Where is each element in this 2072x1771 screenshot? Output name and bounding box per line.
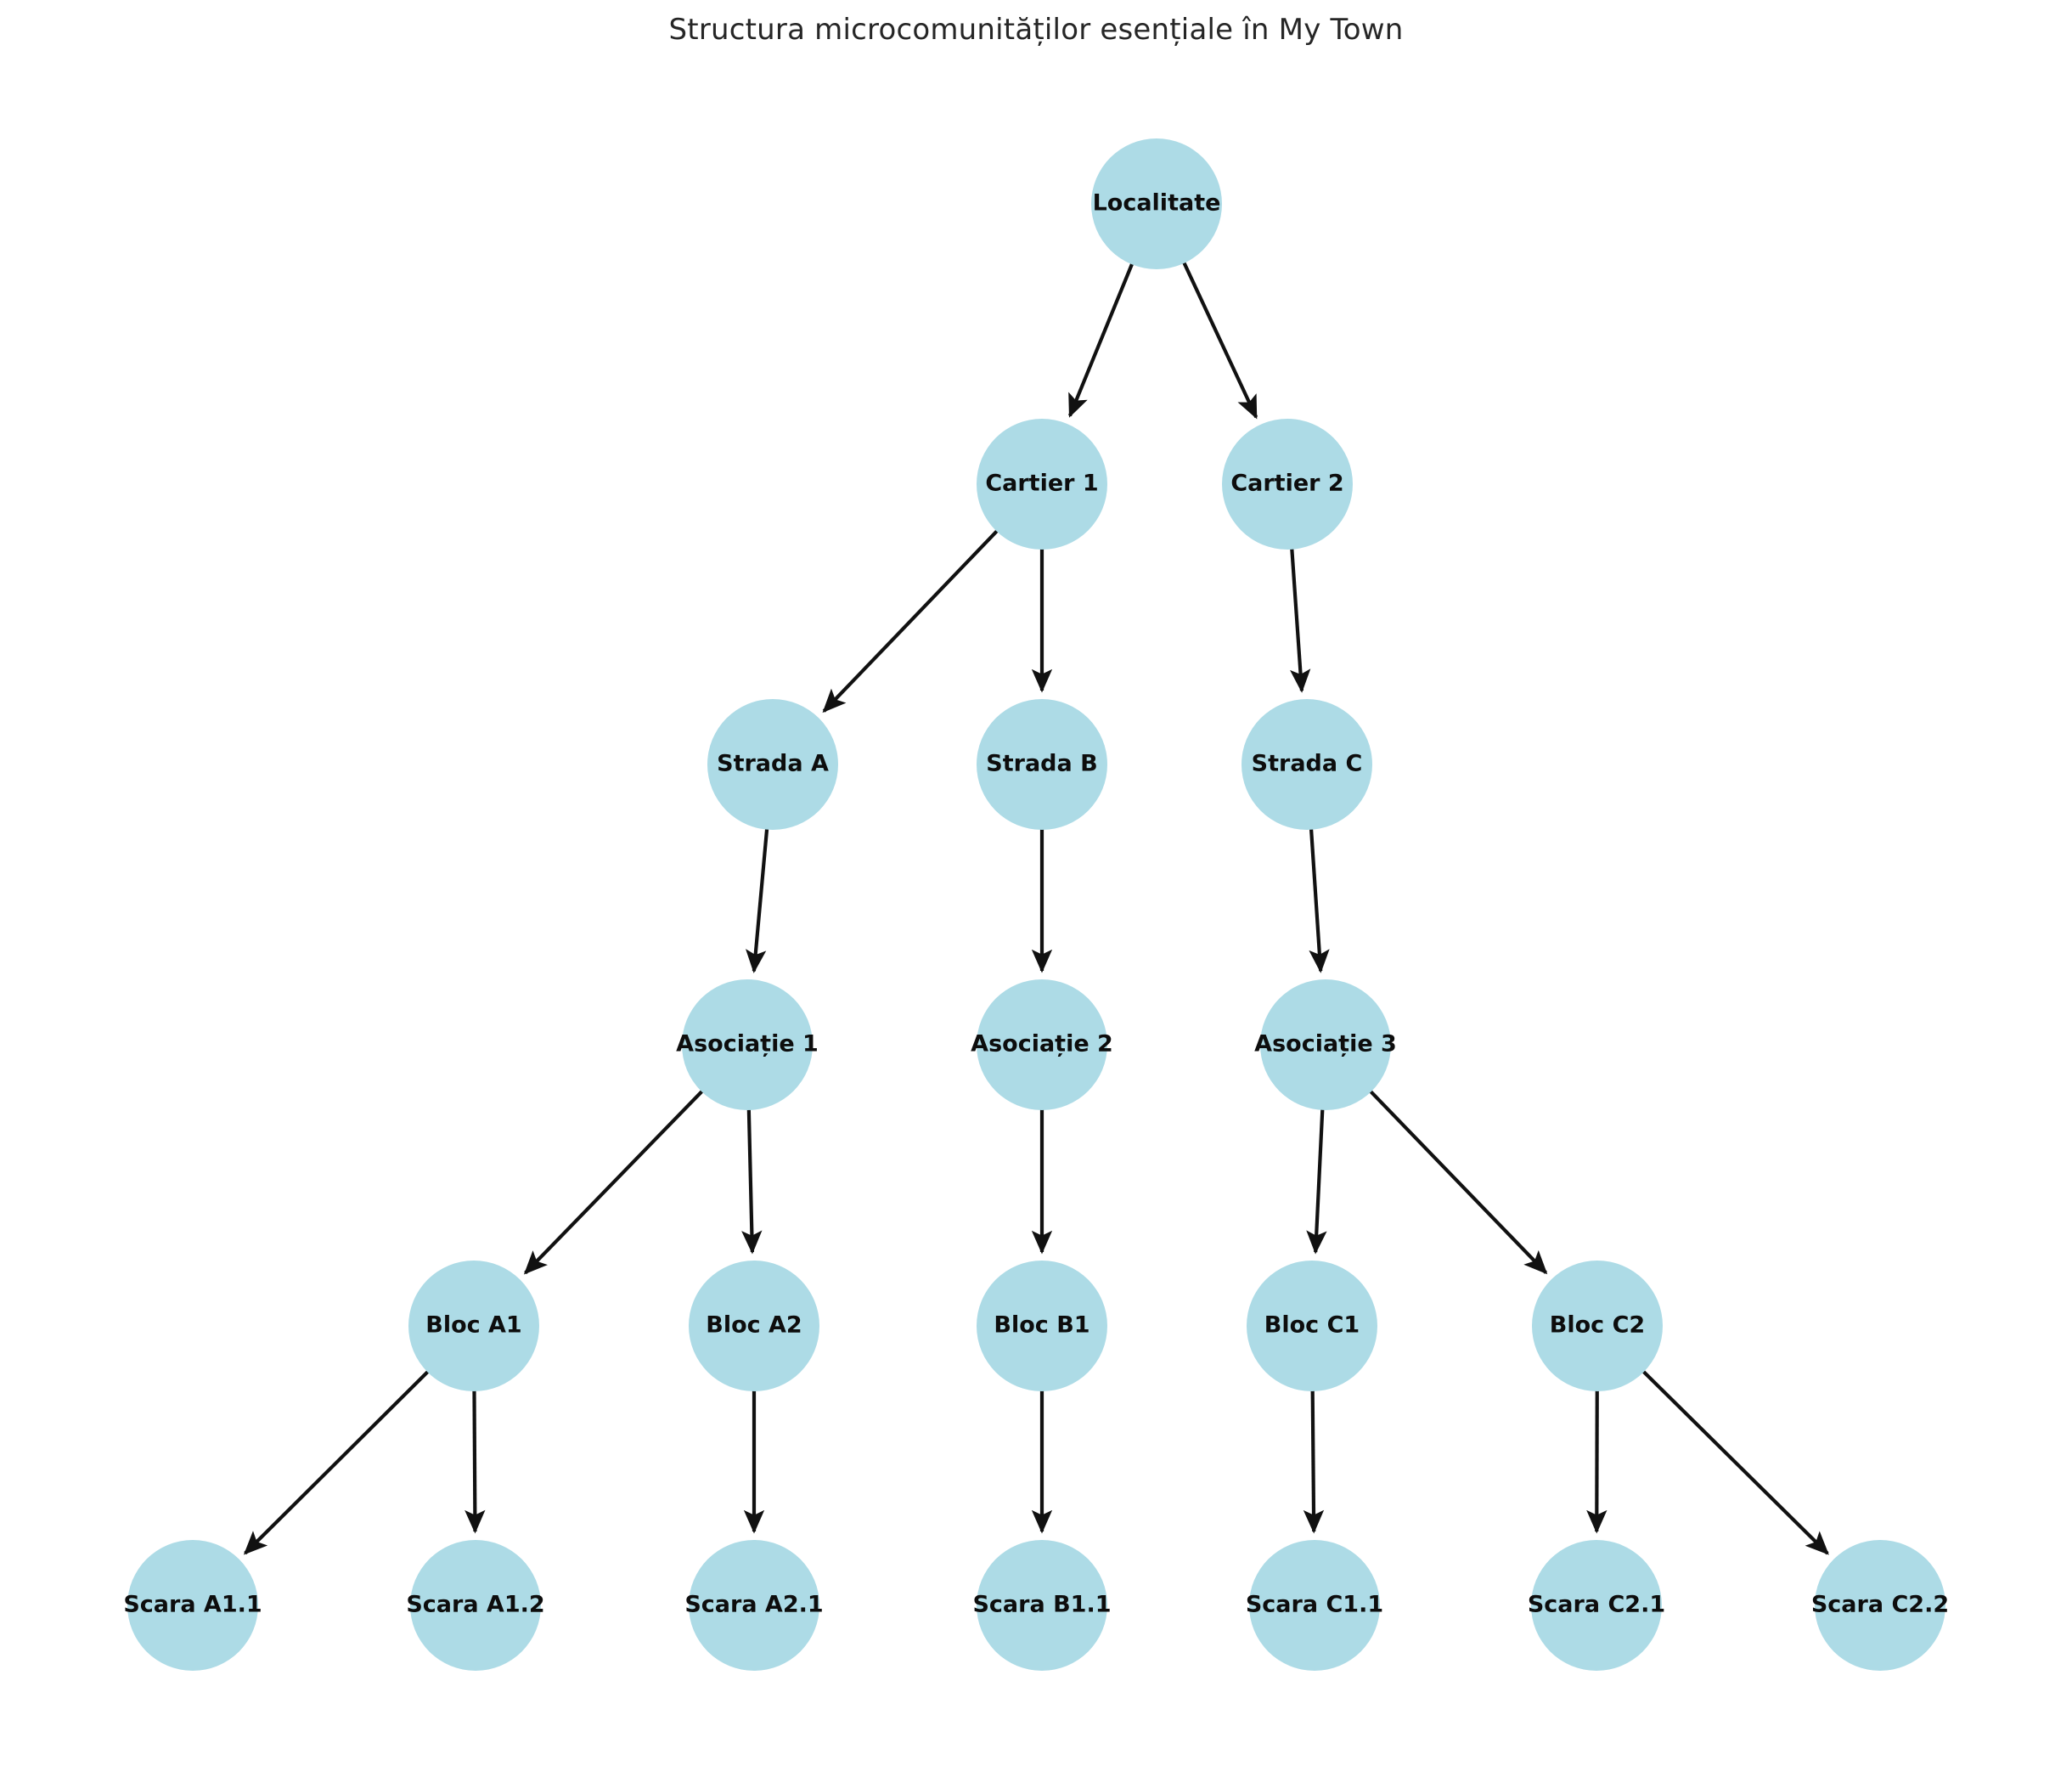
node-circle-cartier1[interactable] (977, 419, 1107, 550)
edge-cartier2-to-stradaC (1290, 547, 1311, 693)
node-blocC2[interactable]: Bloc C2 (1532, 1261, 1663, 1391)
node-circle-asociatie2[interactable] (977, 979, 1107, 1110)
node-circle-cartier2[interactable] (1222, 419, 1353, 550)
edge-asociatie3-to-blocC1 (1306, 1108, 1327, 1255)
node-scaraB11[interactable]: Scara B1.1 (972, 1540, 1112, 1671)
node-label-blocA1: Bloc A1 (425, 1312, 521, 1339)
node-scaraC11[interactable]: Scara C1.1 (1246, 1540, 1383, 1671)
edge-blocA1-to-scaraA11 (243, 1369, 431, 1555)
node-circle-scaraA11[interactable] (127, 1540, 258, 1671)
node-label-blocB1: Bloc B1 (994, 1312, 1089, 1339)
edge-blocC1-to-scaraC11 (1303, 1389, 1325, 1534)
node-scaraC22[interactable]: Scara C2.2 (1811, 1540, 1949, 1671)
node-scaraA21[interactable]: Scara A2.1 (684, 1540, 824, 1671)
node-label-asociatie1: Asociație 1 (676, 1031, 819, 1058)
edge-localitate-to-cartier2 (1181, 261, 1258, 420)
node-stradaB[interactable]: Strada B (977, 699, 1107, 830)
node-blocA1[interactable]: Bloc A1 (408, 1261, 539, 1391)
node-label-scaraA21: Scara A2.1 (684, 1592, 823, 1618)
edge-stradaC-to-asociatie3 (1309, 827, 1330, 973)
node-label-asociatie3: Asociație 3 (1254, 1031, 1397, 1058)
node-label-scaraA11: Scara A1.1 (123, 1592, 262, 1618)
edge-blocC2-to-scaraC21 (1586, 1389, 1607, 1534)
edge-blocC2-to-scaraC22 (1641, 1369, 1829, 1555)
node-circle-stradaB[interactable] (977, 699, 1107, 830)
node-circle-scaraC11[interactable] (1249, 1540, 1380, 1671)
node-label-scaraC11: Scara C1.1 (1246, 1592, 1383, 1618)
node-label-scaraA12: Scara A1.2 (406, 1592, 544, 1618)
node-blocB1[interactable]: Bloc B1 (977, 1261, 1107, 1391)
edge-stradaA-to-asociatie1 (746, 827, 769, 973)
node-label-localitate: Localitate (1093, 190, 1221, 217)
node-circle-asociatie3[interactable] (1260, 979, 1391, 1110)
node-circle-blocB1[interactable] (977, 1261, 1107, 1391)
node-circle-blocA1[interactable] (408, 1261, 539, 1391)
node-blocA2[interactable]: Bloc A2 (689, 1261, 819, 1391)
node-scaraA11[interactable]: Scara A1.1 (123, 1540, 262, 1671)
node-asociatie2[interactable]: Asociație 2 (971, 979, 1113, 1110)
node-blocC1[interactable]: Bloc C1 (1247, 1261, 1377, 1391)
node-circle-stradaC[interactable] (1242, 699, 1372, 830)
node-circle-scaraA21[interactable] (689, 1540, 819, 1671)
node-scaraA12[interactable]: Scara A1.2 (406, 1540, 545, 1671)
node-circle-stradaA[interactable] (707, 699, 838, 830)
node-label-cartier1: Cartier 1 (985, 471, 1098, 497)
node-stradaA[interactable]: Strada A (707, 699, 838, 830)
node-asociatie1[interactable]: Asociație 1 (676, 979, 819, 1110)
edge-localitate-to-cartier1 (1067, 262, 1135, 418)
edge-cartier1-to-stradaA (822, 528, 999, 713)
node-asociatie3[interactable]: Asociație 3 (1254, 979, 1397, 1110)
node-circle-scaraA12[interactable] (410, 1540, 541, 1671)
node-circle-asociatie1[interactable] (682, 979, 813, 1110)
node-scaraC21[interactable]: Scara C2.1 (1528, 1540, 1665, 1671)
node-circle-localitate[interactable] (1091, 138, 1222, 269)
node-stradaC[interactable]: Strada C (1242, 699, 1372, 830)
node-cartier1[interactable]: Cartier 1 (977, 419, 1107, 550)
node-label-blocC2: Bloc C2 (1550, 1312, 1645, 1339)
page-title: Structura microcomunităților esențiale î… (668, 13, 1404, 47)
node-label-asociatie2: Asociație 2 (971, 1031, 1113, 1058)
edge-asociatie3-to-blocC2 (1368, 1089, 1548, 1275)
edge-blocA1-to-scaraA12 (465, 1389, 486, 1534)
node-cartier2[interactable]: Cartier 2 (1222, 419, 1353, 550)
node-circle-scaraC22[interactable] (1815, 1540, 1945, 1671)
edges-layer (243, 261, 1829, 1555)
edge-asociatie1-to-blocA2 (741, 1108, 763, 1255)
node-label-blocC1: Bloc C1 (1264, 1312, 1360, 1339)
node-circle-blocC1[interactable] (1247, 1261, 1377, 1391)
node-label-scaraC22: Scara C2.2 (1811, 1592, 1949, 1618)
node-label-scaraB11: Scara B1.1 (972, 1592, 1111, 1618)
node-label-stradaA: Strada A (717, 751, 829, 777)
node-label-stradaB: Strada B (986, 751, 1097, 777)
node-localitate[interactable]: Localitate (1091, 138, 1222, 269)
edge-asociatie1-to-blocA1 (523, 1089, 705, 1275)
node-circle-blocA2[interactable] (689, 1261, 819, 1391)
node-label-stradaC: Strada C (1252, 751, 1363, 777)
node-circle-scaraB11[interactable] (977, 1540, 1107, 1671)
node-label-blocA2: Bloc A2 (706, 1312, 802, 1339)
node-circle-scaraC21[interactable] (1531, 1540, 1662, 1671)
node-circle-blocC2[interactable] (1532, 1261, 1663, 1391)
node-label-scaraC21: Scara C2.1 (1528, 1592, 1665, 1618)
node-label-cartier2: Cartier 2 (1230, 471, 1343, 497)
